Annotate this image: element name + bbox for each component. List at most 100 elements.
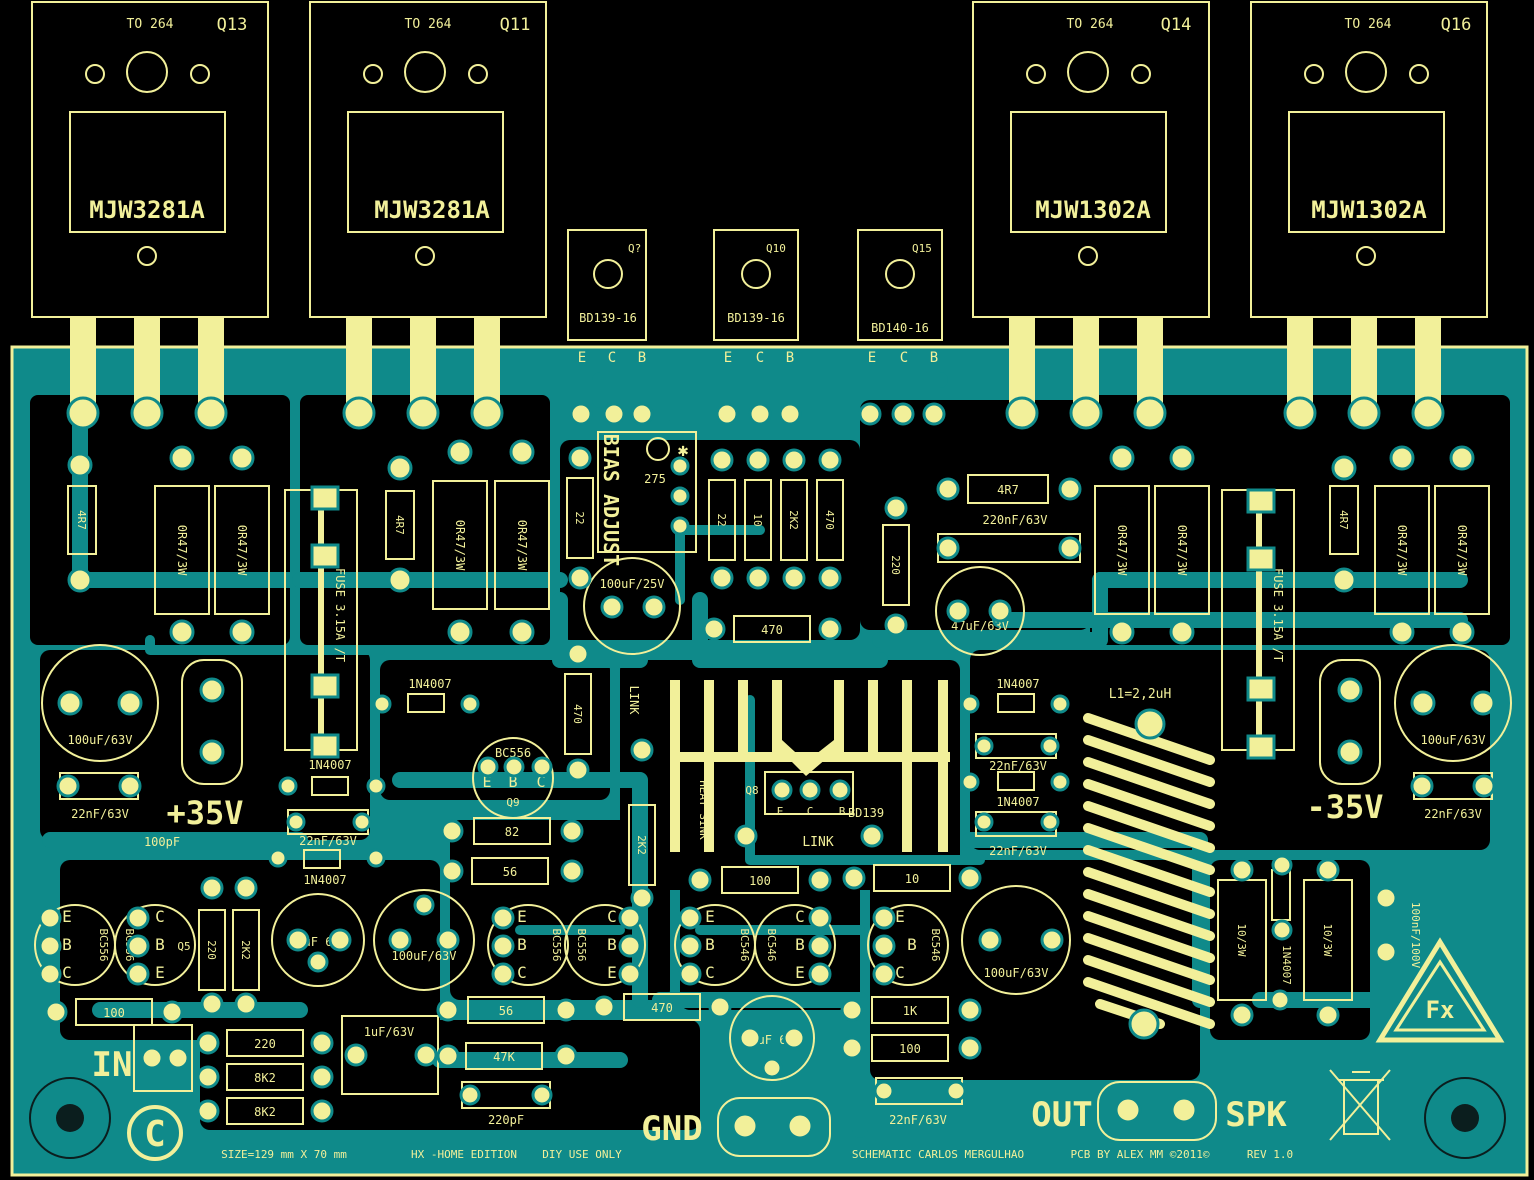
ref-label: Q14 [1161, 15, 1192, 35]
pin-label: C [705, 963, 715, 982]
pin-label: C [607, 907, 617, 926]
transistor-legs [70, 317, 1441, 412]
part-label: BD139-16 [727, 311, 785, 325]
copyright-icon: C [127, 1105, 183, 1161]
transistor-q2: BC556Q2CBE [564, 904, 646, 986]
part-label: BC546 [765, 928, 778, 961]
power-transistor-q16: TO 264 Q16 MJW1302A [1250, 1, 1488, 318]
resistor-label: 100 [103, 1006, 125, 1020]
driver-q15: Q15 BD140-16 E C B [857, 229, 943, 366]
recycle-bin-icon [1329, 1069, 1391, 1141]
package-label: TO 264 [405, 17, 452, 32]
pin-label: E [482, 773, 491, 791]
resistor-label: 82 [505, 825, 519, 839]
power-connectors [133, 659, 1381, 1157]
ref-label: Q10 [766, 242, 786, 255]
resistor-label: 470 [651, 1001, 673, 1015]
part-label: BC556 [575, 928, 588, 961]
pin-label: B [508, 773, 517, 791]
resistor-label: 100 [749, 874, 771, 888]
cap-label: 22nF/63V [299, 834, 357, 848]
resistor-label: 470 [761, 623, 783, 637]
cap-label: 1uF/63V [364, 1025, 415, 1039]
cap-label: 100uF/63V [67, 733, 132, 747]
resistor-label: 4R7 [997, 483, 1019, 497]
resistor-label: 0R47/3W [515, 520, 529, 571]
copyright-letter: C [144, 1114, 166, 1155]
link-label: LINK [627, 686, 641, 716]
minus-rail-label: -35V [1306, 788, 1383, 826]
part-label: BC556 [97, 928, 110, 961]
cap-label: 22nF/63V [989, 759, 1047, 773]
ref-label: Q13 [217, 15, 248, 35]
cap-label: 220nF/63V [982, 513, 1047, 527]
footer-rev: REV 1.0 [1247, 1148, 1293, 1161]
ref-label: Q11 [500, 15, 531, 35]
pin-label: E [607, 963, 617, 982]
cap-label: 100uF/63V [1420, 733, 1485, 747]
resistor-label: 0R47/3W [1115, 525, 1129, 576]
cap-label: 100pF [144, 835, 180, 849]
ref-label: Q9 [506, 796, 519, 809]
ref-label: Q15 [912, 242, 932, 255]
ref-label: Q16 [1441, 15, 1472, 35]
pin-label: C [517, 963, 527, 982]
pin-label: C [900, 350, 908, 366]
fuse-label: FUSE 3.15A /T [1271, 568, 1285, 662]
part-label: BD139 [848, 806, 884, 820]
diode-label: 1N4007 [996, 677, 1039, 691]
pin-label: E [155, 963, 165, 982]
resistor-label: 470 [823, 510, 836, 530]
resistor-label: 22 [573, 511, 586, 524]
cap-label: 220pF [488, 1113, 524, 1127]
pin-label: B [607, 935, 617, 954]
cap-label: 22nF/63V [889, 1113, 947, 1127]
pin-label: E [795, 963, 805, 982]
diode-label: 1N4007 [408, 677, 451, 691]
diode-label: 1N4007 [303, 873, 346, 887]
ref-label: Q? [628, 242, 641, 255]
pin-label: C [895, 963, 905, 982]
heat-sink [670, 680, 950, 852]
ref-label: Q8 [745, 784, 758, 797]
cap-label: 100uF/63V [983, 966, 1048, 980]
pin-label: E [705, 907, 715, 926]
pin-label: B [795, 935, 805, 954]
spk-label: SPK [1225, 1095, 1287, 1135]
fx-logo: Fx [1375, 937, 1505, 1043]
diode-label: 1N4007 [1280, 945, 1293, 985]
package-label: TO 264 [127, 17, 174, 32]
resistor-label: 2K2 [635, 835, 648, 855]
pin-label: E [895, 907, 905, 926]
trimmer-mark: ✱ [678, 440, 689, 461]
resistor-label: 220 [889, 555, 902, 575]
cap-label: 47uF/63V [951, 619, 1009, 633]
part-label: BC546 [929, 928, 942, 961]
pin-label: B [907, 935, 917, 954]
resistor-label: 0R47/3W [1175, 525, 1189, 576]
pin-label: B [705, 935, 715, 954]
resistor-label: 2K2 [787, 510, 800, 530]
pin-label: B [839, 805, 846, 818]
resistor-label: 8K2 [254, 1105, 276, 1119]
resistor-label: 4R7 [75, 510, 88, 530]
out-label: OUT [1031, 1095, 1092, 1135]
pin-label: C [795, 907, 805, 926]
resistor-label: 47K [493, 1050, 515, 1064]
pin-label: E [517, 907, 527, 926]
mounting-holes [29, 1077, 1506, 1159]
plus-rail-label: +35V [166, 794, 243, 832]
pin-label: E [724, 350, 732, 366]
ref-label: Q5 [177, 940, 190, 953]
cap-label: 22nF/63V [989, 844, 1047, 858]
pin-label: C [756, 350, 764, 366]
resistor-label: 0R47/3W [175, 525, 189, 576]
driver-q10: Q10 BD139-16 E C B [713, 229, 799, 366]
input-label: IN [92, 1045, 133, 1085]
logo-text: Fx [1426, 996, 1455, 1024]
resistor-label: 4R7 [393, 515, 406, 535]
part-label: MJW3281A [89, 196, 205, 224]
part-label: MJW1302A [1035, 196, 1151, 224]
part-label: BD139-16 [579, 311, 637, 325]
